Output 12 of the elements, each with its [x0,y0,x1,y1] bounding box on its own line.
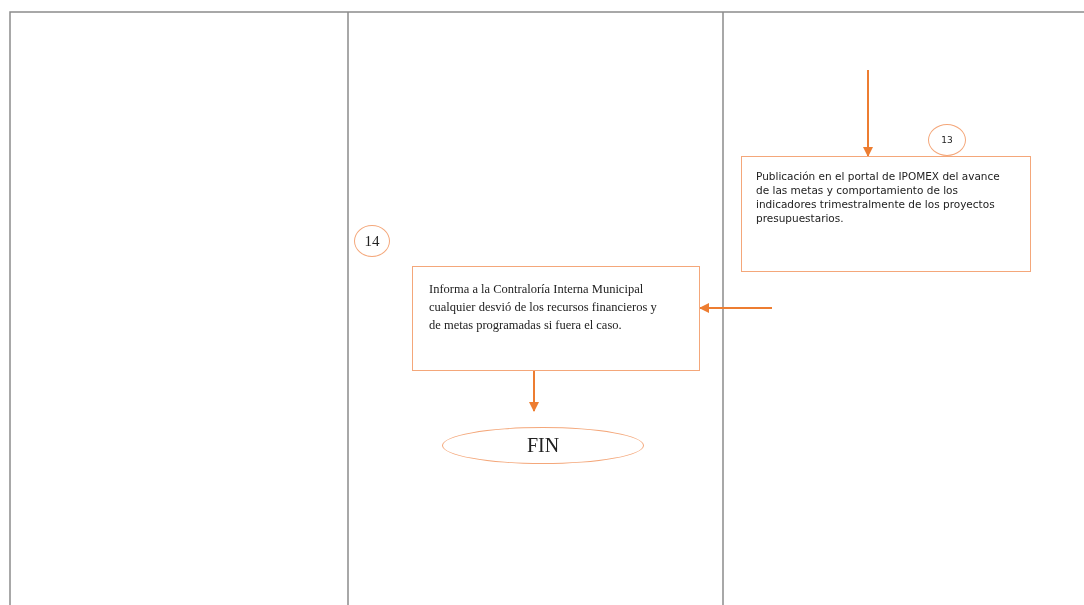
node-label: 14 [364,232,380,250]
process-box [741,156,1031,272]
step-description: Informa a la Contraloría Interna Municipal cualquier desvió de los recursos financieros y de metas programadas si fuera el caso. [429,281,658,334]
process-box [412,266,700,371]
step-description: Publicación en el portal de IPOMEX del avance de las metas y comportamiento de los indicadores trimestralmente de los proyectos presupuestarios. [756,169,1001,225]
arrow [699,303,773,313]
step-number [928,124,966,156]
arrow [529,370,539,412]
arrow [863,69,873,157]
node-label: FIN [526,434,560,457]
node-label: 13 [941,135,953,145]
step-number [354,225,390,257]
